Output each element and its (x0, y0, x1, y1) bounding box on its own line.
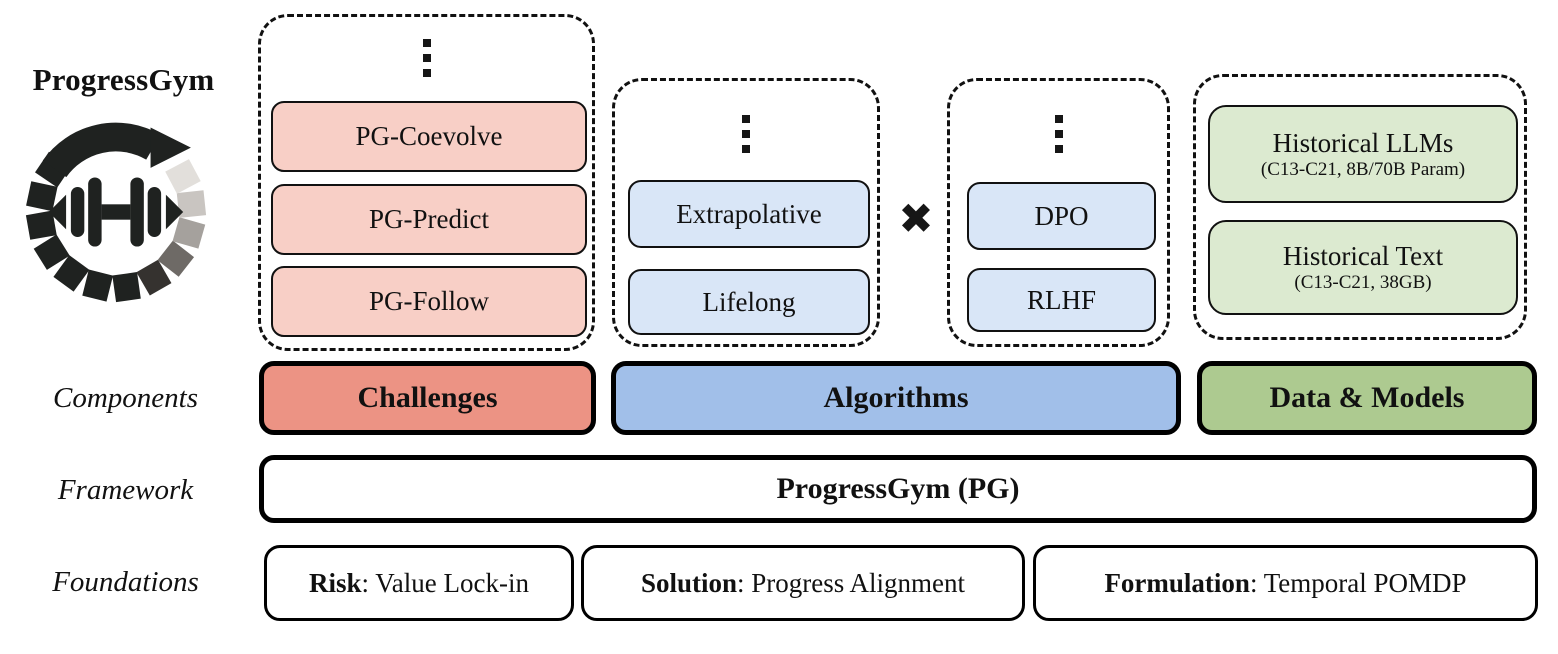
challenges-group: PG-Coevolve PG-Predict PG-Follow (258, 14, 595, 351)
algorithm-lifelong: Lifelong (628, 269, 870, 335)
foundation-formulation-desc: : Temporal POMDP (1249, 567, 1467, 598)
algorithm-extrapolative: Extrapolative (628, 180, 870, 248)
ellipsis-icon (1054, 115, 1063, 153)
foundation-solution-box: Solution: Progress Alignment (581, 545, 1025, 621)
foundation-solution-term: Solution (640, 567, 738, 598)
ellipsis-icon (422, 39, 431, 77)
challenges-band: Challenges (259, 361, 596, 435)
foundation-risk-term: Risk (309, 567, 362, 598)
framework-box: ProgressGym (PG) (259, 455, 1537, 523)
challenge-pg-follow: PG-Follow (271, 266, 587, 337)
algorithm-rlhf: RLHF (967, 268, 1156, 332)
algorithms-band: Algorithms (611, 361, 1181, 435)
framework-row-label: Framework (57, 474, 194, 506)
historical-text-box: Historical Text (C13-C21, 38GB) (1208, 220, 1518, 315)
times-icon: ✖ (898, 193, 934, 243)
foundation-formulation-box: Formulation: Temporal POMDP (1033, 545, 1538, 621)
historical-text-title: Historical Text (1282, 241, 1444, 272)
progressgym-title: ProgressGym (32, 62, 215, 97)
data-models-band: Data & Models (1197, 361, 1537, 435)
foundation-risk-desc: : Value Lock-in (361, 567, 529, 598)
historical-text-subtitle: (C13-C21, 38GB) (1294, 272, 1432, 294)
algorithm-method-group: DPO RLHF (947, 78, 1170, 347)
ellipsis-icon (742, 115, 750, 153)
challenge-pg-predict: PG-Predict (271, 184, 587, 255)
foundations-row-label: Foundations (52, 566, 199, 598)
foundation-risk-box: Risk: Value Lock-in (264, 545, 574, 621)
historical-llms-subtitle: (C13-C21, 8B/70B Param) (1260, 158, 1466, 180)
historical-llms-title: Historical LLMs (1272, 127, 1454, 158)
data-models-group: Historical LLMs (C13-C21, 8B/70B Param) … (1193, 74, 1527, 340)
algorithm-dpo: DPO (967, 182, 1156, 250)
challenge-pg-coevolve: PG-Coevolve (271, 101, 587, 172)
progressgym-logo-icon (25, 122, 207, 303)
foundation-solution-desc: : Progress Alignment (737, 567, 966, 598)
algorithm-family-group: Extrapolative Lifelong (612, 78, 880, 347)
historical-llms-box: Historical LLMs (C13-C21, 8B/70B Param) (1208, 105, 1518, 203)
foundation-formulation-term: Formulation (1104, 567, 1250, 598)
components-row-label: Components (53, 382, 198, 414)
